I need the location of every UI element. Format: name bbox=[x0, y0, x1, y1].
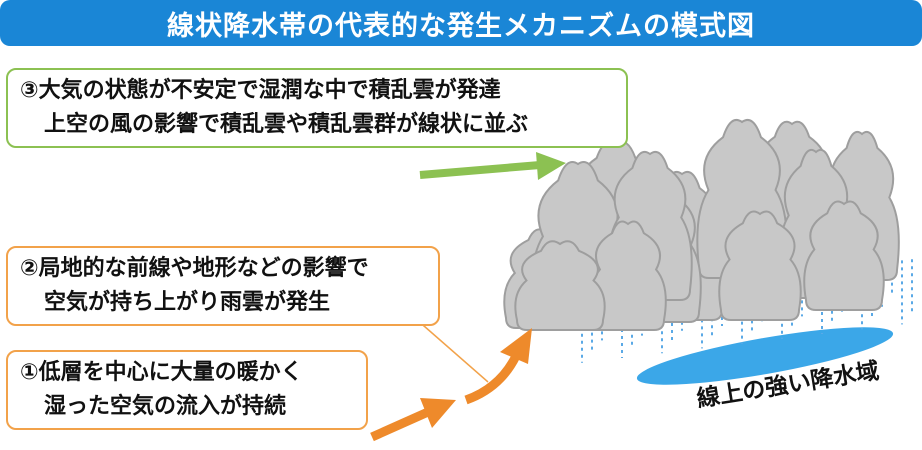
cloud-11 bbox=[718, 210, 802, 321]
upper-wind-arrow bbox=[419, 152, 566, 180]
cloud-13 bbox=[803, 200, 885, 311]
cumulonimbus-cloud-group bbox=[503, 118, 900, 331]
cloud-14 bbox=[514, 240, 606, 331]
step-1-line-2: 湿った空気の流入が持続 bbox=[44, 394, 287, 419]
step-3-line-2: 上空の風の影響で積乱雲や積乱雲群が線状に並ぶ bbox=[44, 112, 529, 137]
title-bar: 線状降水帯の代表的な発生メカニズムの模式図 bbox=[0, 0, 922, 46]
step-1-line-1: ①低層を中心に大量の暖かく bbox=[20, 360, 303, 385]
step-3-line-1: ③大気の状態が不安定で湿潤な中で積乱雲が発達 bbox=[20, 78, 501, 103]
cloud-12 bbox=[589, 220, 667, 331]
step-2-line-1: ②局地的な前線や地形などの影響で bbox=[20, 256, 369, 281]
diagram-title: 線状降水帯の代表的な発生メカニズムの模式図 bbox=[167, 10, 755, 42]
warm-inflow-arrow-lower bbox=[370, 398, 456, 442]
warm-inflow-arrow-upper bbox=[464, 328, 532, 405]
step-2-line-2: 空気が持ち上がり雨雲が発生 bbox=[44, 290, 331, 315]
step-1-box: ①低層を中心に大量の暖かく 湿った空気の流入が持続 bbox=[6, 350, 368, 430]
step-2-box: ②局地的な前線や地形などの影響で 空気が持ち上がり雨雲が発生 bbox=[6, 246, 440, 326]
rain-area-ellipse bbox=[636, 327, 894, 385]
step-3-box: ③大気の状態が不安定で湿潤な中で積乱雲が発達 上空の風の影響で積乱雲や積乱雲群が… bbox=[6, 68, 628, 148]
